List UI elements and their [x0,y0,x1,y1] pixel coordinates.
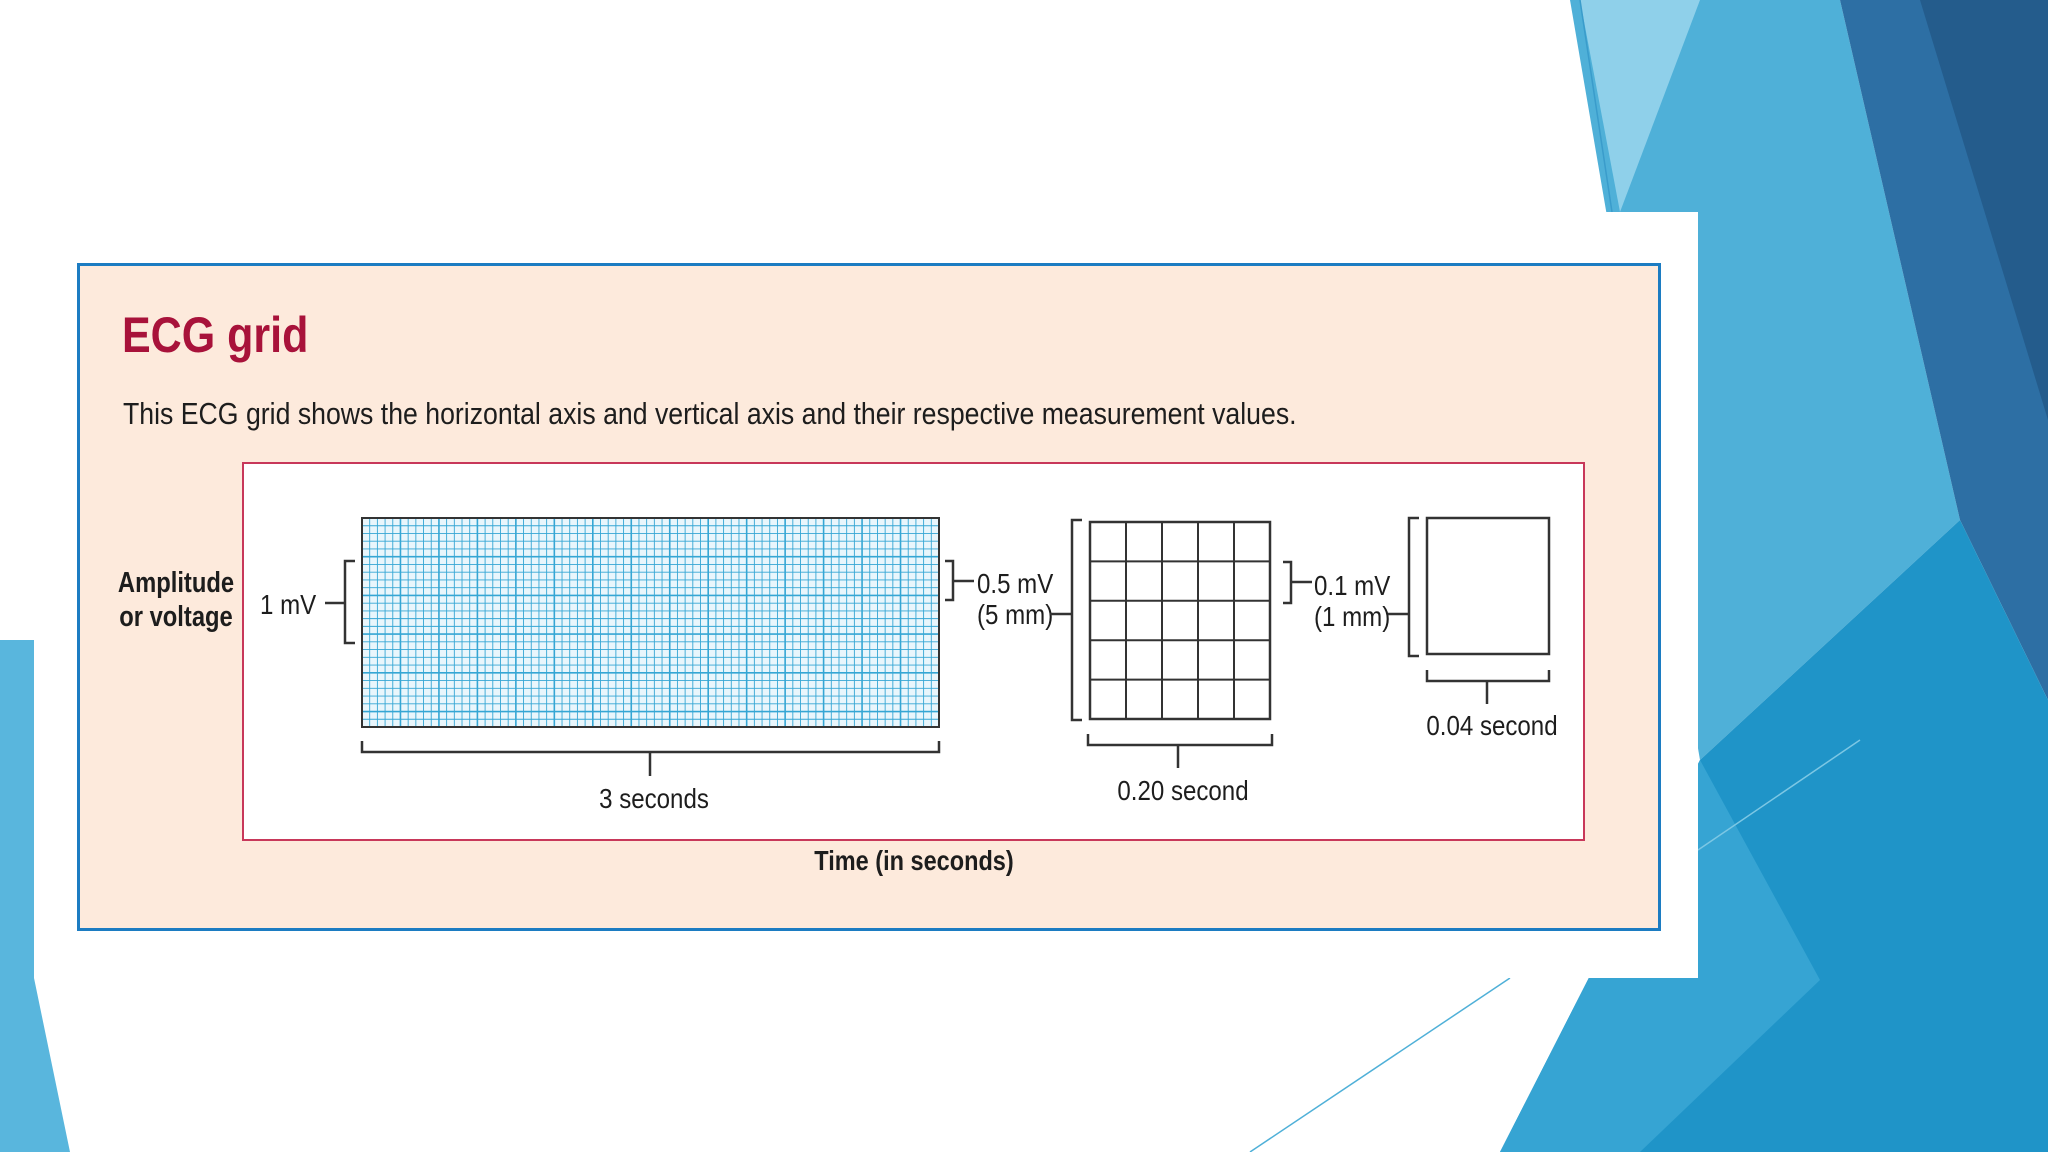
strip-amplitude-label: 1 mV [260,588,317,620]
ecg-strip-grid [362,518,939,727]
small-box [1427,518,1549,654]
small-box-amplitude-label-line1: 0.1 mV [1314,569,1391,601]
large-box-amplitude-label-line1: 0.5 mV [977,567,1054,599]
x-axis-label: Time (in seconds) [814,846,1013,876]
small-box-time-label: 0.04 second [1426,709,1557,741]
strip-time-label: 3 seconds [599,782,709,814]
large-box-outline [1090,522,1270,719]
large-box-amplitude-label-line2: (5 mm) [977,598,1053,630]
y-axis-label-line2: or voltage [119,600,233,633]
large-box-grid [1090,522,1270,719]
y-axis-label-line1: Amplitude [118,566,234,599]
large-box-time-label: 0.20 second [1117,774,1248,806]
small-box-amplitude-label-line2: (1 mm) [1314,600,1390,632]
